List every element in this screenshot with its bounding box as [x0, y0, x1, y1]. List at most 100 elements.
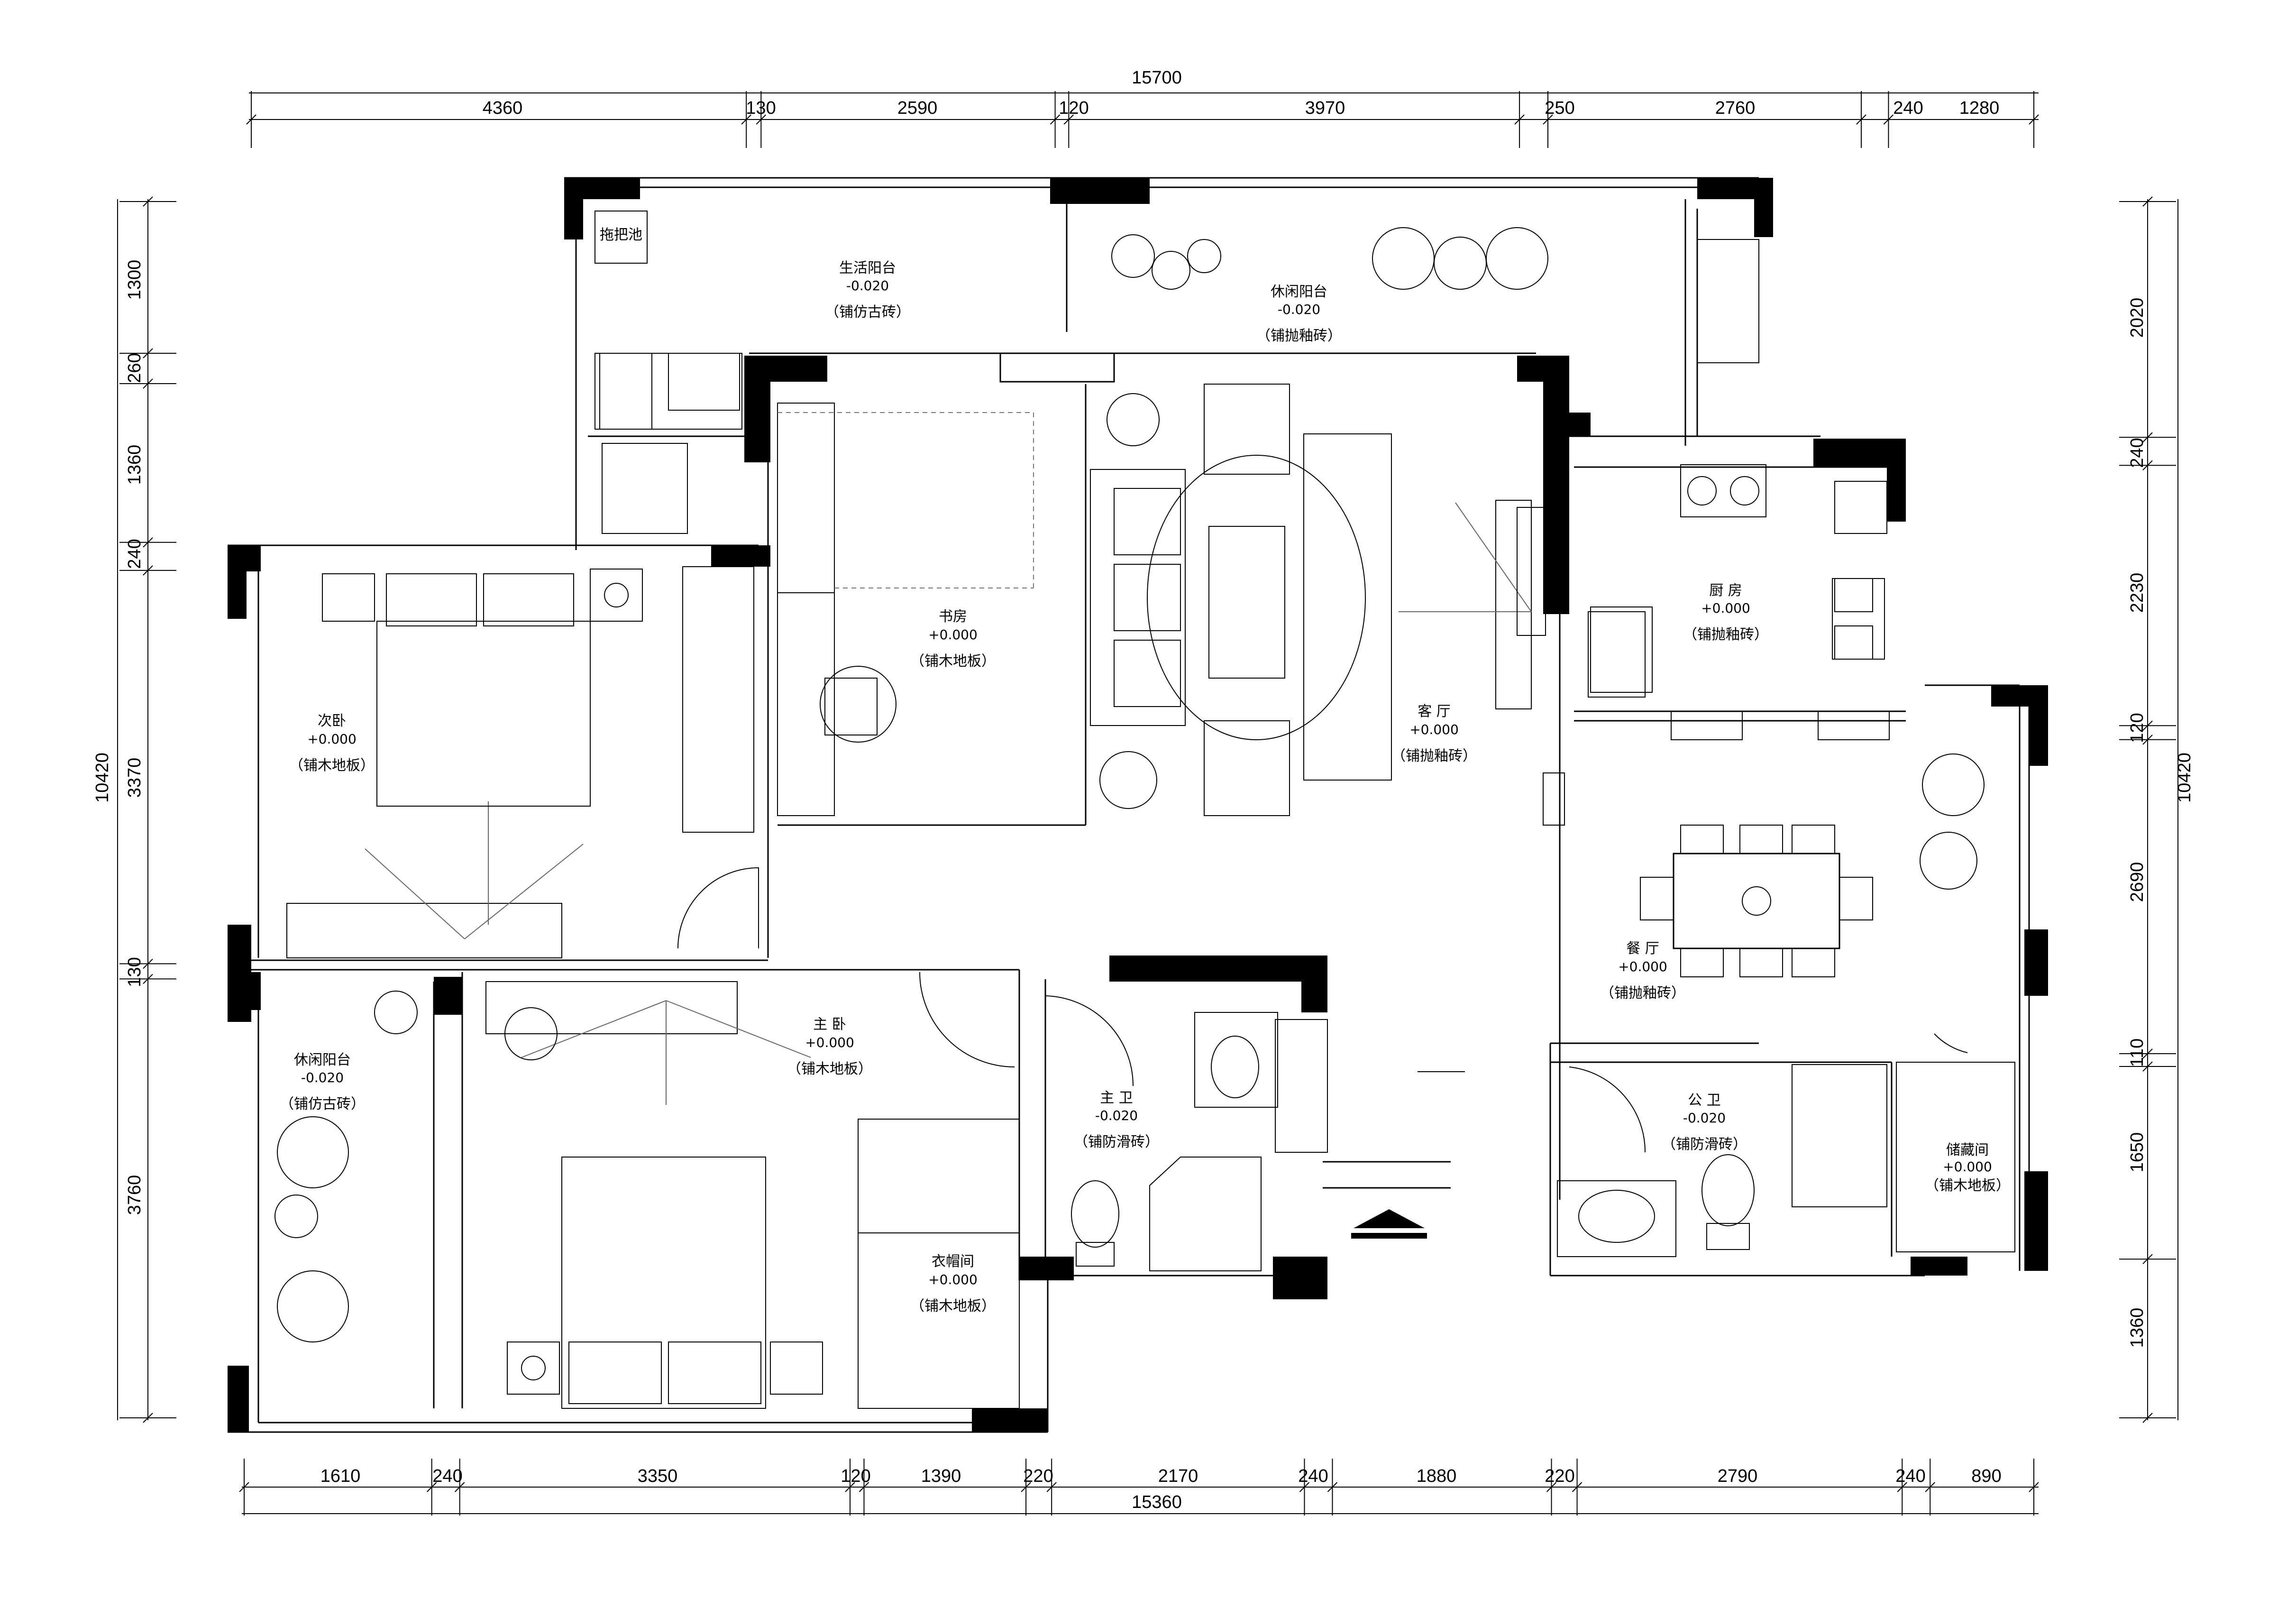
- dim-right-seg: 2020: [2127, 298, 2147, 338]
- dimension-slash: [143, 537, 153, 548]
- armchair: [1204, 720, 1290, 816]
- dimension-slash: [246, 114, 256, 125]
- dim-right-seg: 1360: [2127, 1308, 2147, 1348]
- svg-text:（铺仿古砖）: （铺仿古砖）: [825, 304, 910, 321]
- dim-bottom-seg: 890: [1971, 1466, 2001, 1486]
- dim-left-total: 10420: [92, 753, 112, 803]
- svg-text:（铺防滑砖）: （铺防滑砖）: [1662, 1136, 1747, 1153]
- dimension-slash: [2142, 1413, 2153, 1423]
- svg-text:（铺抛釉砖）: （铺抛釉砖）: [1391, 748, 1477, 764]
- room-second-bedroom: 次卧 +0.000 （铺木地板）: [289, 713, 375, 774]
- dimension-slash: [1543, 114, 1553, 125]
- room-living-room: 客 厅 +0.000 （铺抛釉砖）: [1391, 703, 1477, 764]
- svg-text:厨 房: 厨 房: [1709, 582, 1742, 599]
- svg-text:生活阳台: 生活阳台: [839, 260, 896, 276]
- svg-text:休闲阳台: 休闲阳台: [1271, 284, 1327, 300]
- dimension-slash: [2142, 735, 2153, 745]
- lounge-chair: [1486, 227, 1548, 290]
- svg-text:（铺木地板）: （铺木地板）: [1925, 1177, 2010, 1194]
- svg-text:书房: 书房: [939, 608, 967, 625]
- washbasin-icon: [1194, 1012, 1278, 1108]
- nightstand: [770, 1342, 823, 1395]
- svg-text:（铺木地板）: （铺木地板）: [787, 1061, 872, 1077]
- svg-text:+0.000: +0.000: [1701, 600, 1750, 616]
- svg-text:+0.000: +0.000: [805, 1035, 854, 1050]
- dim-bottom-seg: 1390: [921, 1466, 961, 1486]
- room-leisure-balcony-left: 休闲阳台 -0.020 （铺仿古砖）: [280, 1052, 365, 1112]
- dimension-slash: [1514, 114, 1525, 125]
- sink: [668, 353, 740, 411]
- dimension-slash: [2142, 1048, 2153, 1059]
- lamp-icon: [521, 1356, 546, 1380]
- columns: [228, 178, 2048, 1432]
- bed: [376, 621, 591, 807]
- dim-bottom-seg: 1610: [320, 1466, 361, 1486]
- dim-bottom-seg: 220: [1023, 1466, 1053, 1486]
- dim-bottom-seg: 240: [1895, 1466, 1925, 1486]
- room-leisure-balcony-top: 休闲阳台 -0.020 （铺抛釉砖）: [1256, 284, 1342, 344]
- room-public-bath: 公 卫 -0.020 （铺防滑砖）: [1662, 1092, 1747, 1153]
- washbasin-icon: [1557, 1180, 1676, 1257]
- svg-text:+0.000: +0.000: [928, 1272, 978, 1287]
- dim-right-seg: 2690: [2127, 862, 2147, 902]
- dim-left-seg: 3760: [125, 1175, 145, 1215]
- desk-chair: [820, 666, 896, 743]
- toilet-icon: [1701, 1154, 1755, 1226]
- dimension-slash: [1299, 1482, 1310, 1492]
- svg-text:（铺木地板）: （铺木地板）: [910, 653, 996, 670]
- svg-text:餐 厅: 餐 厅: [1626, 940, 1659, 957]
- svg-text:+0.000: +0.000: [307, 731, 357, 747]
- dimension-slash: [143, 1413, 153, 1423]
- dim-left-seg: 1300: [125, 260, 145, 300]
- mop-pool-label: 拖把池: [600, 227, 642, 243]
- dimension-slash: [2142, 196, 2153, 207]
- svg-text:（铺抛釉砖）: （铺抛釉砖）: [1683, 626, 1768, 643]
- svg-text:（铺木地板）: （铺木地板）: [289, 757, 375, 774]
- stove-icon: [1680, 464, 1766, 517]
- nightstand: [507, 1342, 560, 1395]
- svg-text:（铺抛釉砖）: （铺抛釉砖）: [1256, 328, 1342, 344]
- dimension-right: 10420 2020 240 2230 120 2690 110 1650 13…: [2119, 196, 2195, 1423]
- room-kitchen: 厨 房 +0.000 （铺抛釉砖）: [1683, 582, 1768, 643]
- dim-bottom-seg: 3350: [638, 1466, 678, 1486]
- dim-bottom-seg: 220: [1545, 1466, 1574, 1486]
- dimension-slash: [1897, 1482, 1907, 1492]
- dim-left-seg: 130: [125, 957, 145, 987]
- room-labels: 生活阳台 -0.020 （铺仿古砖） 休闲阳台 -0.020 （铺抛釉砖） 书房…: [280, 260, 2010, 1314]
- entrance-arrow-icon: [1354, 1209, 1425, 1228]
- dim-left-seg: 3370: [125, 758, 145, 798]
- dining-table: [1673, 853, 1840, 949]
- lounge-chair: [277, 1270, 349, 1342]
- desk-chair: [504, 1007, 558, 1060]
- partitions: [286, 239, 1890, 1409]
- dim-right-seg: 120: [2127, 713, 2147, 743]
- washer: [595, 353, 652, 430]
- dimension-slash: [143, 378, 153, 389]
- dimension-slash: [454, 1482, 465, 1492]
- room-master-bedroom: 主 卧 +0.000 （铺木地板）: [787, 1016, 872, 1077]
- svg-text:休闲阳台: 休闲阳台: [294, 1052, 351, 1068]
- fridge: [1590, 606, 1653, 693]
- dining-chairs: [1640, 825, 1873, 977]
- dim-top-seg: 1280: [1959, 98, 2000, 118]
- dimension-slash: [2142, 432, 2153, 442]
- dim-bottom-seg: 240: [1298, 1466, 1328, 1486]
- room-master-bath: 主 卫 -0.020 （铺防滑砖）: [1074, 1090, 1159, 1150]
- svg-text:-0.020: -0.020: [846, 278, 889, 294]
- dimension-slash: [1546, 1482, 1557, 1492]
- shower-tray: [1149, 1157, 1262, 1271]
- carpet: [1303, 433, 1392, 781]
- svg-text:主 卧: 主 卧: [813, 1016, 846, 1033]
- dimension-slash: [2142, 460, 2153, 471]
- svg-text:-0.020: -0.020: [301, 1070, 344, 1085]
- plant-icon: [374, 991, 418, 1034]
- dimension-slash: [1021, 1482, 1031, 1492]
- dim-bottom-seg: 1880: [1417, 1466, 1457, 1486]
- dim-top-seg: 2590: [897, 98, 938, 118]
- walls: [228, 177, 2030, 1433]
- dim-top-total: 15700: [1132, 68, 1182, 88]
- dim-bottom-seg: 120: [841, 1466, 870, 1486]
- dim-bottom-total: 15360: [1132, 1492, 1182, 1512]
- light-lines: [365, 412, 1532, 1105]
- dim-right-seg: 110: [2127, 1038, 2147, 1067]
